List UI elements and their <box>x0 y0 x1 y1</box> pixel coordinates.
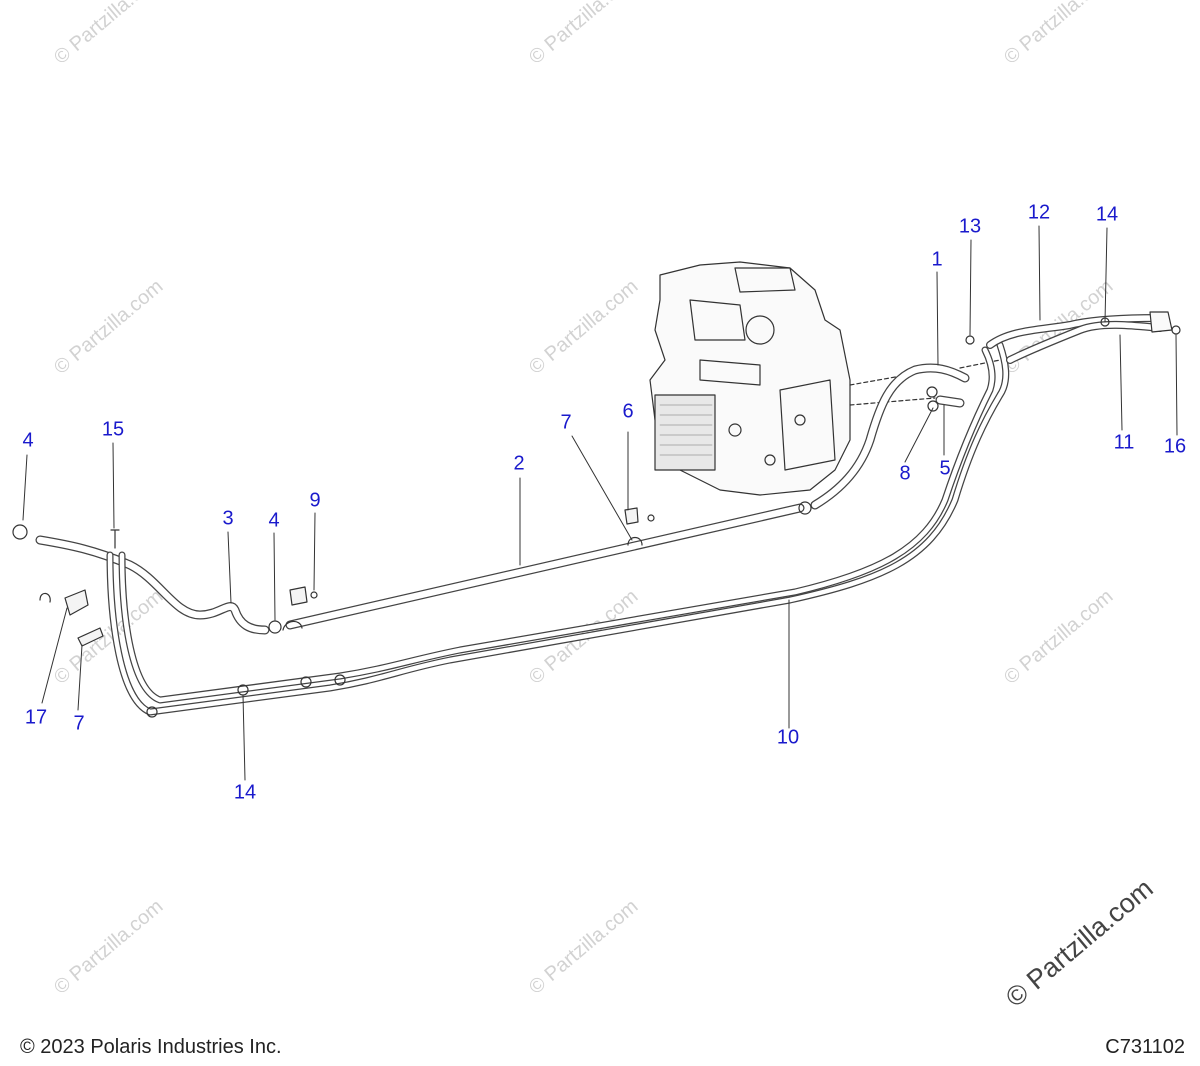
callout-4: 4 <box>268 509 280 532</box>
callout-9: 9 <box>309 489 321 512</box>
callout-5: 5 <box>939 457 951 480</box>
heater-unit <box>649 261 851 496</box>
callout-6: 6 <box>622 400 634 423</box>
callout-16: 16 <box>1163 435 1187 458</box>
callout-8: 8 <box>899 462 911 485</box>
callout-17: 17 <box>24 706 48 729</box>
callout-3: 3 <box>222 507 234 530</box>
callout-13: 13 <box>958 215 982 238</box>
callout-12: 12 <box>1027 201 1051 224</box>
copyright-text: © 2023 Polaris Industries Inc. <box>20 1036 282 1058</box>
callout-15: 15 <box>101 418 125 441</box>
callout-14: 14 <box>233 781 257 804</box>
callout-1: 1 <box>931 248 943 271</box>
callout-10: 10 <box>776 726 800 749</box>
callout-14: 14 <box>1095 203 1119 226</box>
callout-7: 7 <box>560 411 572 434</box>
callout-11: 11 <box>1113 431 1135 454</box>
callout-2: 2 <box>513 452 525 475</box>
diagram-code: C731102 <box>1105 1036 1185 1058</box>
callout-7: 7 <box>73 712 85 735</box>
callout-4: 4 <box>22 429 34 452</box>
